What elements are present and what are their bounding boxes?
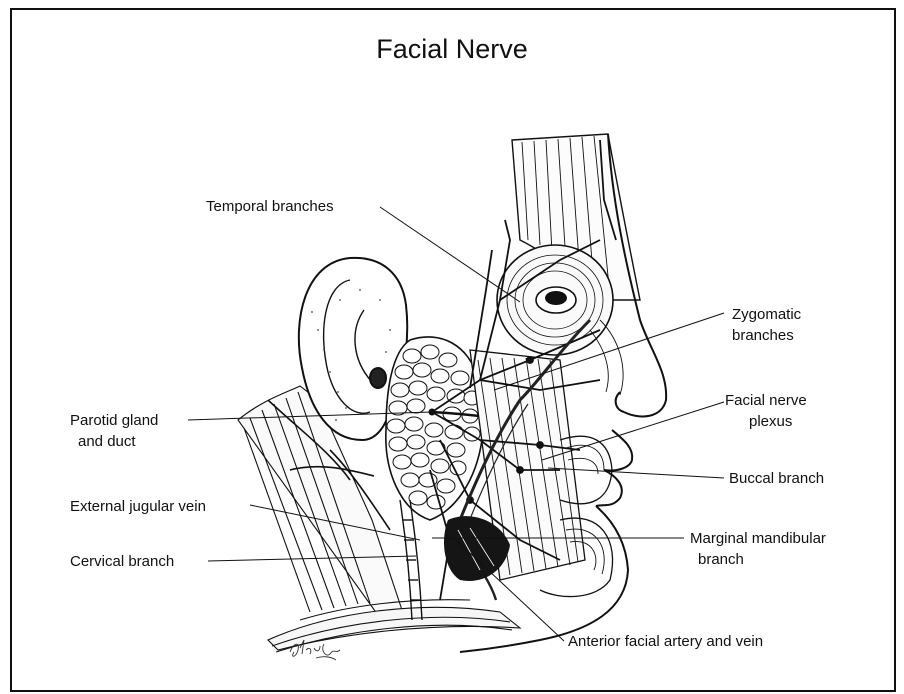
- external-jugular-vein: [400, 500, 422, 620]
- label-buccal-branch: Buccal branch: [729, 468, 824, 489]
- artist-signature: [286, 628, 350, 668]
- label-cervical-branch: Cervical branch: [70, 551, 174, 572]
- label-temporal-branches: Temporal branches: [206, 196, 334, 217]
- label-external-jugular-vein: External jugular vein: [70, 496, 206, 517]
- label-anterior-facial-artery-vein: Anterior facial artery and vein: [568, 631, 763, 652]
- parotid-gland: [386, 337, 482, 520]
